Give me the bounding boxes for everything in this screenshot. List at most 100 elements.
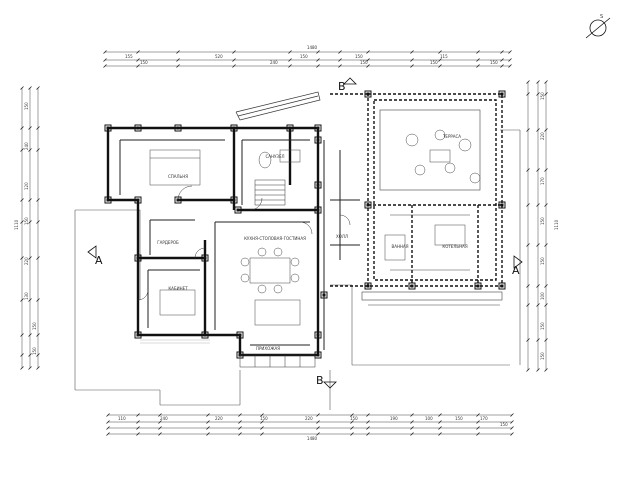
dim-bottom-10: 150 bbox=[500, 422, 508, 427]
column-square bbox=[234, 206, 242, 214]
dimension-tick bbox=[103, 64, 107, 68]
column-core bbox=[316, 183, 320, 187]
dimension-tick bbox=[20, 148, 24, 152]
dimension-tick bbox=[536, 203, 540, 207]
dim-left-2: 120 bbox=[24, 182, 29, 190]
dimension-tick bbox=[500, 64, 504, 68]
column-square bbox=[201, 254, 209, 262]
column-core bbox=[322, 293, 326, 297]
dimension-tick bbox=[526, 368, 530, 372]
dimension-tick bbox=[508, 50, 512, 54]
dimension-labels-left: 1110 150 240 120 150 220 130 150 150 bbox=[14, 102, 37, 355]
dimension-tick bbox=[366, 50, 370, 54]
total-dimension-bottom: 1480 bbox=[307, 436, 318, 441]
dimension-tick bbox=[238, 420, 242, 424]
column-square bbox=[201, 331, 209, 339]
dimension-tick bbox=[366, 420, 370, 424]
dimension-tick bbox=[36, 366, 40, 370]
stairs bbox=[239, 179, 316, 368]
dimension-tick bbox=[106, 420, 110, 424]
dimension-tick bbox=[36, 256, 40, 260]
dim-bottom-2: 220 bbox=[215, 416, 223, 421]
dimension-tick bbox=[526, 128, 530, 132]
dimension-tick bbox=[20, 256, 24, 260]
dimension-tick bbox=[316, 426, 320, 430]
dim-left-4: 220 bbox=[24, 257, 29, 265]
dimension-tick bbox=[158, 426, 162, 430]
dimension-tick bbox=[238, 426, 242, 430]
column-square bbox=[134, 331, 142, 339]
dimension-tick bbox=[536, 80, 540, 84]
dim-bottom-4: 220 bbox=[305, 416, 313, 421]
dimension-tick bbox=[136, 64, 140, 68]
section-label-b-bottom: B bbox=[316, 374, 324, 387]
column-core bbox=[366, 203, 370, 207]
room-label-bathroom: ВАННАЯ bbox=[391, 244, 408, 249]
dim-right-5: 100 bbox=[540, 292, 545, 300]
column-core bbox=[176, 126, 180, 130]
room-label-terrace: ТЕРРАСА bbox=[442, 134, 461, 139]
dimension-tick bbox=[508, 58, 512, 62]
column-square bbox=[134, 196, 142, 204]
dim-top-0: 155 bbox=[125, 54, 133, 59]
dimension-tick bbox=[476, 426, 480, 430]
dimension-tick bbox=[288, 50, 292, 54]
dimension-tick bbox=[536, 303, 540, 307]
dim-top-5: 150 bbox=[140, 60, 148, 65]
dimension-tick bbox=[20, 86, 24, 90]
dimension-tick bbox=[350, 413, 354, 417]
dimension-tick bbox=[158, 413, 162, 417]
dim-top-4: 115 bbox=[440, 54, 448, 59]
column-core bbox=[316, 208, 320, 212]
dimension-tick bbox=[260, 420, 264, 424]
dimension-tick bbox=[510, 426, 514, 430]
dimension-tick bbox=[544, 284, 548, 288]
total-dimension-left: 1110 bbox=[14, 219, 19, 230]
dimension-tick bbox=[20, 333, 24, 337]
furniture bbox=[149, 129, 481, 326]
dim-bottom-0: 110 bbox=[118, 416, 126, 421]
dimension-tick bbox=[260, 426, 264, 430]
column-core bbox=[232, 198, 236, 202]
dimension-tick bbox=[158, 420, 162, 424]
dimension-tick bbox=[106, 432, 110, 436]
room-label-entry: ПРИХОЖАЯ bbox=[256, 346, 280, 351]
column-core bbox=[500, 203, 504, 207]
north-arrow-circle-icon bbox=[589, 19, 607, 37]
dimension-tick bbox=[536, 243, 540, 247]
dimension-tick bbox=[316, 432, 320, 436]
dimension-tick bbox=[476, 58, 480, 62]
dimension-tick bbox=[106, 413, 110, 417]
dimension-tick bbox=[206, 413, 210, 417]
dimension-tick bbox=[544, 368, 548, 372]
room-labels: СПАЛЬНЯ САНУЗЕЛ ГАРДЕРОБ КУХНЯ-СТОЛОВАЯ-… bbox=[157, 134, 468, 351]
dim-top-7: 150 bbox=[360, 60, 368, 65]
dim-left-3: 150 bbox=[24, 217, 29, 225]
dim-left-5: 130 bbox=[24, 292, 29, 300]
dimension-tick bbox=[20, 298, 24, 302]
dim-left-6: 150 bbox=[32, 322, 37, 330]
dimension-tick bbox=[476, 413, 480, 417]
column-square bbox=[104, 196, 112, 204]
column-core bbox=[136, 198, 140, 202]
column-core bbox=[288, 126, 292, 130]
room-label-hall: ХОЛЛ bbox=[336, 234, 348, 239]
dimension-tick bbox=[176, 64, 180, 68]
dim-bottom-5: 150 bbox=[350, 416, 358, 421]
room-label-living: КУХНЯ-СТОЛОВАЯ-ГОСТИНАЯ bbox=[244, 236, 306, 241]
dimension-tick bbox=[288, 58, 292, 62]
section-mark-b-bottom: B bbox=[316, 374, 337, 389]
dim-bottom-3: 150 bbox=[260, 416, 268, 421]
dimension-ticks bbox=[20, 50, 548, 436]
dim-top-3: 150 bbox=[355, 54, 363, 59]
column-core bbox=[136, 256, 140, 260]
dimension-tick bbox=[238, 432, 242, 436]
dimension-tick bbox=[410, 64, 414, 68]
dimension-tick bbox=[36, 333, 40, 337]
north-arrow-label: S bbox=[600, 14, 603, 20]
column-square bbox=[134, 124, 142, 132]
dimension-tick bbox=[366, 426, 370, 430]
section-label-b-top: B bbox=[338, 80, 346, 93]
dimension-tick bbox=[316, 413, 320, 417]
dimension-tick bbox=[28, 298, 32, 302]
